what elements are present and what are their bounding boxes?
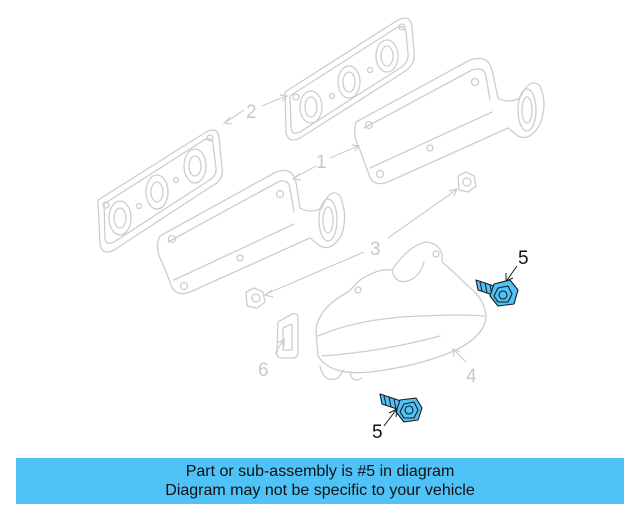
banner-line-1: Part or sub-assembly is #5 in diagram <box>185 463 455 480</box>
gasket-lower <box>97 129 223 253</box>
parts-diagram: 1 2 3 4 6 5 5 <box>97 17 545 443</box>
callout-5-upper: 5 <box>518 248 529 269</box>
info-banner: Part or sub-assembly is #5 in diagram Di… <box>16 458 624 504</box>
banner-line-2: Diagram may not be specific to your vehi… <box>165 482 475 499</box>
callout-3: 3 <box>370 239 381 260</box>
bolt-lower[interactable] <box>379 393 423 427</box>
bracket <box>276 312 299 359</box>
callout-6: 6 <box>258 360 269 381</box>
callout-1: 1 <box>316 152 327 173</box>
leader-lines <box>222 94 467 363</box>
bolt-upper[interactable] <box>475 265 519 307</box>
nut-upper <box>457 171 477 193</box>
manifold-lower <box>156 169 346 295</box>
nut-lower <box>245 287 266 309</box>
callout-5-lower: 5 <box>372 422 383 443</box>
manifold-upper <box>354 57 545 185</box>
heat-shield <box>315 241 487 381</box>
callout-4: 4 <box>466 366 477 387</box>
gasket-upper <box>284 17 415 141</box>
callout-2: 2 <box>246 102 257 123</box>
